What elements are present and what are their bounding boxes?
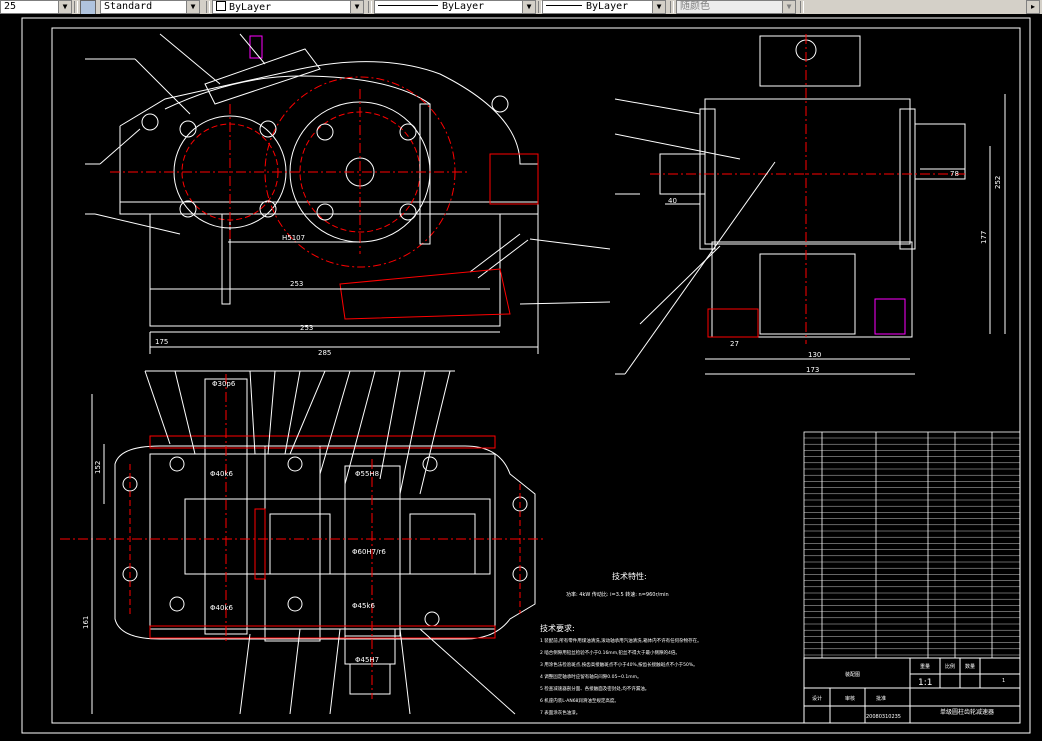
parts-list-rows (804, 437, 1020, 656)
front-view (85, 33, 611, 354)
chevron-down-icon: ▼ (652, 1, 665, 13)
drawing-svg: H5107 253 253 175 285 40 78 252 (0, 14, 1042, 737)
title-text: 单级圆柱齿轮减速器 (940, 708, 994, 716)
toolbar-separator (670, 1, 674, 13)
tech-req-item-6: 6 机座内装L-AN68润滑油至规定高度。 (540, 697, 619, 704)
dim-plan-left: 152 (94, 461, 102, 474)
title-approve-label: 批准 (876, 695, 886, 702)
dim-phi40-top: Φ40k6 (210, 470, 233, 478)
dim-phi30: Φ30p6 (212, 380, 236, 388)
toolbar-separator (206, 1, 210, 13)
toolbar-separator (538, 1, 542, 13)
tech-notes: 技术特性: 功率: 4kW 传动比: i=3.5 转速: n=960r/min … (540, 571, 702, 716)
title-weight-label: 重量 (920, 663, 930, 670)
lineweight-dropdown[interactable]: ByLayer ▼ (542, 0, 666, 14)
side-view (614, 34, 1006, 375)
chevron-down-icon: ▼ (522, 1, 535, 13)
toolbar-options-button[interactable]: ▸ (1026, 0, 1040, 14)
properties-toolbar: 25 ▼ Standard ▼ ByLayer ▼ ByLayer ▼ ByLa… (0, 0, 1042, 15)
linetype-glyph-icon (378, 5, 438, 6)
title-design-label: 设计 (812, 695, 822, 702)
dim-plan-left2: 161 (82, 616, 90, 629)
title-drawing-no: 20080310235 (866, 714, 901, 720)
tech-req-item-4: 4 调整固定轴承时应留有轴向间隙0.05~0.1mm。 (540, 673, 642, 680)
dim-phi60: Φ60H7/r6 (352, 548, 386, 556)
dim-phi40-bottom: Φ40k6 (210, 604, 233, 612)
dim-side-177: 177 (980, 231, 988, 244)
toolbar-separator (368, 1, 372, 13)
chevron-down-icon: ▼ (58, 1, 71, 13)
plotstyle-value: 随颜色 (680, 1, 710, 12)
tech-req-item-1: 1 装配前,所有零件用煤油清洗,滚动轴承用汽油清洗,箱体内不许有任何杂物存在。 (540, 637, 702, 644)
dim-253-top: 253 (290, 280, 303, 288)
plotstyle-dropdown: 随颜色 ▼ (676, 0, 796, 14)
tech-req-item-7: 7 表面涂灰色油漆。 (540, 709, 580, 716)
dim-center-distance: H5107 (282, 234, 305, 242)
toolbar-separator (74, 1, 78, 13)
tech-req-item-5: 5 检查减速器剖分面、各接触面及密封处,均不许漏油。 (540, 685, 649, 692)
tech-req-title: 技术要求: (540, 623, 575, 633)
dim-phi45-h7: Φ45H7 (355, 656, 379, 664)
tech-features-text: 功率: 4kW 传动比: i=3.5 转速: n=960r/min (566, 591, 669, 598)
chevron-down-icon: ▼ (186, 1, 199, 13)
color-dropdown[interactable]: ByLayer ▼ (212, 0, 364, 14)
dim-285: 285 (318, 349, 331, 357)
title-sheet: 1 (1002, 678, 1005, 684)
title-block (803, 657, 1021, 724)
dim-175: 175 (155, 338, 168, 346)
text-style-dropdown[interactable]: Standard ▼ (100, 0, 200, 14)
linetype-dropdown[interactable]: ByLayer ▼ (374, 0, 536, 14)
text-style-value: Standard (104, 1, 153, 12)
front-view-dimensions: H5107 253 253 175 285 (155, 234, 331, 357)
dim-side-40: 40 (668, 197, 677, 205)
plan-view-dimensions: Φ30p6 Φ40k6 Φ40k6 Φ55H8 Φ60H7/r6 Φ45k6 Φ… (82, 380, 386, 664)
dim-side-27: 27 (730, 340, 739, 348)
title-assembly-label: 装配图 (845, 671, 860, 678)
drawing-canvas[interactable]: H5107 253 253 175 285 40 78 252 (0, 14, 1042, 737)
title-ratio-label: 比例 (945, 663, 955, 670)
lineweight-glyph-icon (546, 5, 582, 6)
dim-253-bottom: 253 (300, 324, 313, 332)
dim-side-173: 173 (806, 366, 819, 374)
title-block-text: 装配图 重量 比例 数量 1:1 1 设计 审核 批准 20080310235 … (812, 663, 1005, 720)
dim-phi55: Φ55H8 (355, 470, 379, 478)
layer-value: 25 (4, 1, 17, 12)
tech-req-item-2: 2 啮合侧隙用铅丝检验不小于0.16mm,铅丝不得大于最小侧隙的4倍。 (540, 649, 680, 656)
title-scale: 1:1 (918, 678, 932, 688)
plan-view (60, 370, 545, 715)
text-style-icon[interactable] (80, 0, 96, 15)
dim-phi45: Φ45k6 (352, 602, 375, 610)
chevron-down-icon: ▼ (350, 1, 363, 13)
chevron-down-icon: ▼ (782, 1, 795, 13)
layer-dropdown[interactable]: 25 ▼ (0, 0, 72, 14)
tech-features-title: 技术特性: (612, 571, 647, 581)
dim-side-252: 252 (994, 176, 1002, 189)
toolbar-separator (800, 1, 804, 13)
linetype-value: ByLayer (442, 1, 485, 12)
title-qty-label: 数量 (965, 663, 975, 670)
tech-req-item-3: 3 用涂色法检验斑点,按齿高接触斑点不小于40%,按齿长接触斑点不小于50%。 (540, 661, 698, 668)
side-view-dimensions: 40 78 252 177 27 130 173 (668, 170, 1002, 374)
dim-side-78: 78 (950, 170, 959, 178)
lineweight-value: ByLayer (586, 1, 629, 12)
title-check-label: 审核 (845, 695, 855, 702)
color-value: ByLayer (229, 2, 272, 13)
dim-side-130: 130 (808, 351, 821, 359)
color-swatch-icon (216, 1, 226, 11)
